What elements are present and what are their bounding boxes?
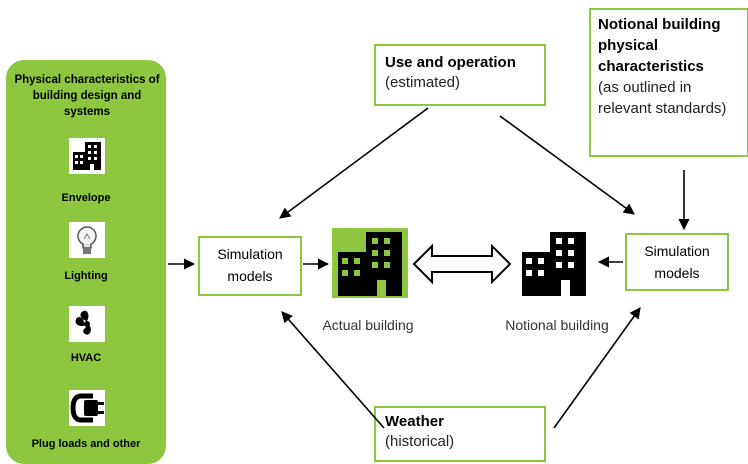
light-bulb-icon — [69, 222, 105, 258]
weather-box: Weather (historical) — [374, 406, 546, 462]
actual-building-label: Actual building — [322, 317, 414, 333]
use-box-title: Use and operation — [385, 54, 516, 71]
arrow-use-to-sim-left — [279, 107, 429, 219]
arrow-weather-to-sim-left — [281, 311, 385, 429]
notional-box-title: Notional building physical characteristi… — [598, 16, 721, 75]
envelope-label: Envelope — [61, 192, 111, 204]
building-icon — [69, 138, 105, 174]
arrow-use-to-sim-right — [499, 115, 635, 215]
panel-title: Physical characteristics of building des… — [14, 74, 160, 118]
plug-loads-label: Plug loads and other — [31, 438, 141, 450]
notional-characteristics-box: Notional building physical characteristi… — [589, 8, 748, 157]
simulation-models-left: Simulation models — [198, 236, 302, 296]
lighting-label: Lighting — [64, 270, 108, 282]
physical-characteristics-panel: Physical characteristics of building des… — [6, 60, 166, 464]
fan-icon — [69, 306, 105, 342]
weather-box-title: Weather — [385, 413, 444, 430]
use-box-subtitle: (estimated) — [385, 74, 461, 91]
weather-box-subtitle: (historical) — [385, 433, 455, 450]
hvac-label: HVAC — [70, 352, 102, 364]
arrow-weather-to-sim-right — [553, 307, 641, 429]
plug-icon — [69, 390, 105, 426]
simulation-models-right: Simulation models — [625, 233, 729, 291]
notional-box-subtitle: (as outlined in relevant standards) — [598, 79, 727, 117]
notional-building-icon — [522, 232, 586, 296]
notional-building-label: Notional building — [505, 317, 609, 333]
actual-building-icon — [332, 228, 408, 298]
double-arrow-actual-notional — [412, 243, 512, 285]
use-and-operation-box: Use and operation (estimated) — [374, 44, 546, 106]
